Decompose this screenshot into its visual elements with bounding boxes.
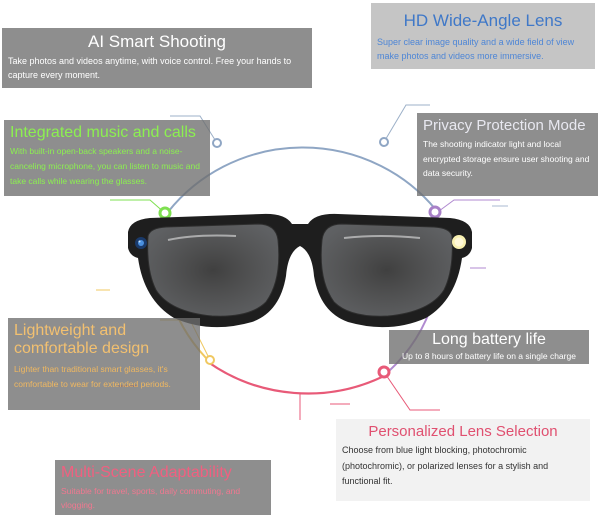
feature-description: Up to 8 hours of battery life on a singl… [402, 351, 576, 362]
feature-description: The shooting indicator light and local e… [423, 139, 590, 179]
node-top-right [379, 137, 389, 147]
node-top-left [212, 138, 222, 148]
left-lens [147, 223, 280, 317]
feature-title: Lightweight and comfortable design [14, 322, 150, 358]
feature-lightweight: Lightweight and comfortable design Light… [8, 318, 200, 410]
feature-title: Long battery life [432, 331, 546, 348]
feature-description: Super clear image quality and a wide fie… [377, 36, 575, 62]
right-lens [320, 223, 453, 317]
node-bottom-pink [377, 365, 391, 379]
feature-privacy: Privacy Protection Mode The shooting ind… [417, 113, 598, 196]
feature-multi-scene: Multi-Scene Adaptability Suitable for tr… [55, 460, 271, 515]
ring-arc-bottom [207, 361, 385, 395]
feature-description: Suitable for travel, sports, daily commu… [61, 486, 241, 511]
feature-description: Choose from blue light blocking, photoch… [342, 445, 549, 486]
feature-title: AI Smart Shooting [88, 32, 226, 51]
feature-title: Integrated music and calls [10, 124, 196, 141]
feature-lens-selection: Personalized Lens Selection Choose from … [336, 419, 590, 501]
node-bottom-yellow [205, 355, 215, 365]
feature-description: Take photos and videos anytime, with voi… [8, 55, 292, 81]
feature-description: Lighter than traditional smart glasses, … [14, 363, 171, 389]
feature-title: Personalized Lens Selection [368, 423, 558, 440]
feature-title: Multi-Scene Adaptability [61, 464, 232, 481]
feature-title: HD Wide-Angle Lens [403, 11, 563, 30]
node-right-purple [428, 205, 442, 219]
camera-lens-icon [135, 237, 147, 249]
feature-hd-lens: HD Wide-Angle Lens Super clear image qua… [371, 3, 595, 69]
indicator-light-icon [452, 235, 466, 249]
node-left-green [158, 206, 172, 220]
feature-music-calls: Integrated music and calls With built-in… [4, 120, 210, 196]
feature-title: Privacy Protection Mode [423, 117, 586, 134]
feature-ai-shooting: AI Smart Shooting Take photos and videos… [2, 28, 312, 88]
feature-description: With built-in open-back speakers and a n… [10, 146, 200, 187]
feature-battery: Long battery life Up to 8 hours of batte… [389, 330, 589, 364]
